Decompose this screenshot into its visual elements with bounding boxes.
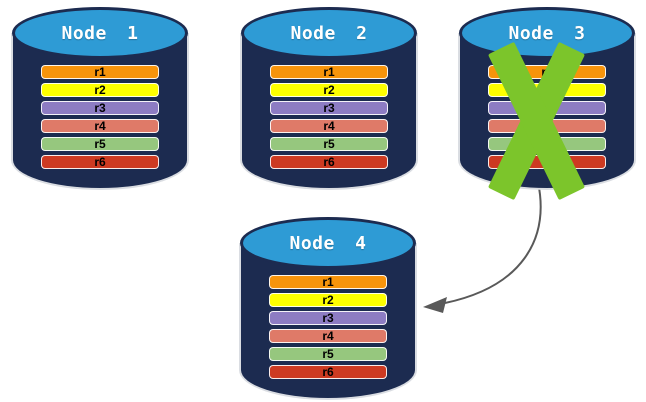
transfer-arrow-path (444, 181, 542, 304)
row-label: r2 (94, 83, 106, 97)
row-r2: r2 (41, 83, 159, 97)
node-1-cylinder: Node 1 r1 r2 r3 r4 r5 r6 (11, 7, 189, 190)
node-2-cylinder: Node 2 r1 r2 r3 r4 r5 r6 (240, 7, 418, 190)
row-label: r3 (323, 101, 335, 115)
node-4-cylinder: Node 4 r1 r2 r3 r4 r5 r6 (239, 217, 417, 400)
row-label: r4 (322, 329, 334, 343)
row-r5: r5 (269, 347, 387, 361)
row-label: r2 (323, 83, 335, 97)
row-label: r1 (94, 65, 106, 79)
row-label: r4 (94, 119, 106, 133)
cylinder-top: Node 1 (12, 7, 188, 59)
node-title: Node 3 (508, 22, 586, 44)
row-label: r4 (323, 119, 335, 133)
row-label: r3 (94, 101, 106, 115)
row-stack: r1 r2 r3 r4 r5 r6 (240, 65, 418, 173)
row-r4: r4 (270, 119, 388, 133)
row-r3: r3 (41, 101, 159, 115)
node-title: Node 2 (290, 22, 368, 44)
transfer-arrowhead-icon (423, 297, 447, 313)
cylinder-top: Node 4 (240, 217, 416, 269)
row-r5: r5 (270, 137, 388, 151)
failure-x-icon (484, 41, 588, 201)
cylinder-top: Node 3 (459, 7, 635, 59)
row-label: r2 (322, 293, 334, 307)
row-r1: r1 (269, 275, 387, 289)
row-label: r1 (322, 275, 334, 289)
row-stack: r1 r2 r3 r4 r5 r6 (239, 275, 417, 383)
node-title: Node 1 (61, 22, 139, 44)
row-label: r5 (323, 137, 335, 151)
cylinder-top: Node 2 (241, 7, 417, 59)
row-label: r5 (322, 347, 334, 361)
node-3-cylinder: Node 3 r1 r2 r3 r4 r5 r6 (458, 7, 636, 201)
row-label: r6 (322, 365, 334, 379)
row-stack: r1 r2 r3 r4 r5 r6 (11, 65, 189, 173)
row-label: r6 (323, 155, 335, 169)
row-r5: r5 (41, 137, 159, 151)
row-r6: r6 (41, 155, 159, 169)
row-r1: r1 (41, 65, 159, 79)
row-label: r1 (323, 65, 335, 79)
row-r3: r3 (269, 311, 387, 325)
node-title: Node 4 (289, 232, 367, 254)
row-r2: r2 (270, 83, 388, 97)
row-label: r3 (322, 311, 334, 325)
row-r4: r4 (41, 119, 159, 133)
row-r6: r6 (270, 155, 388, 169)
row-label: r6 (94, 155, 106, 169)
row-r1: r1 (270, 65, 388, 79)
row-label: r5 (94, 137, 106, 151)
row-r3: r3 (270, 101, 388, 115)
row-r2: r2 (269, 293, 387, 307)
row-r6: r6 (269, 365, 387, 379)
row-r4: r4 (269, 329, 387, 343)
